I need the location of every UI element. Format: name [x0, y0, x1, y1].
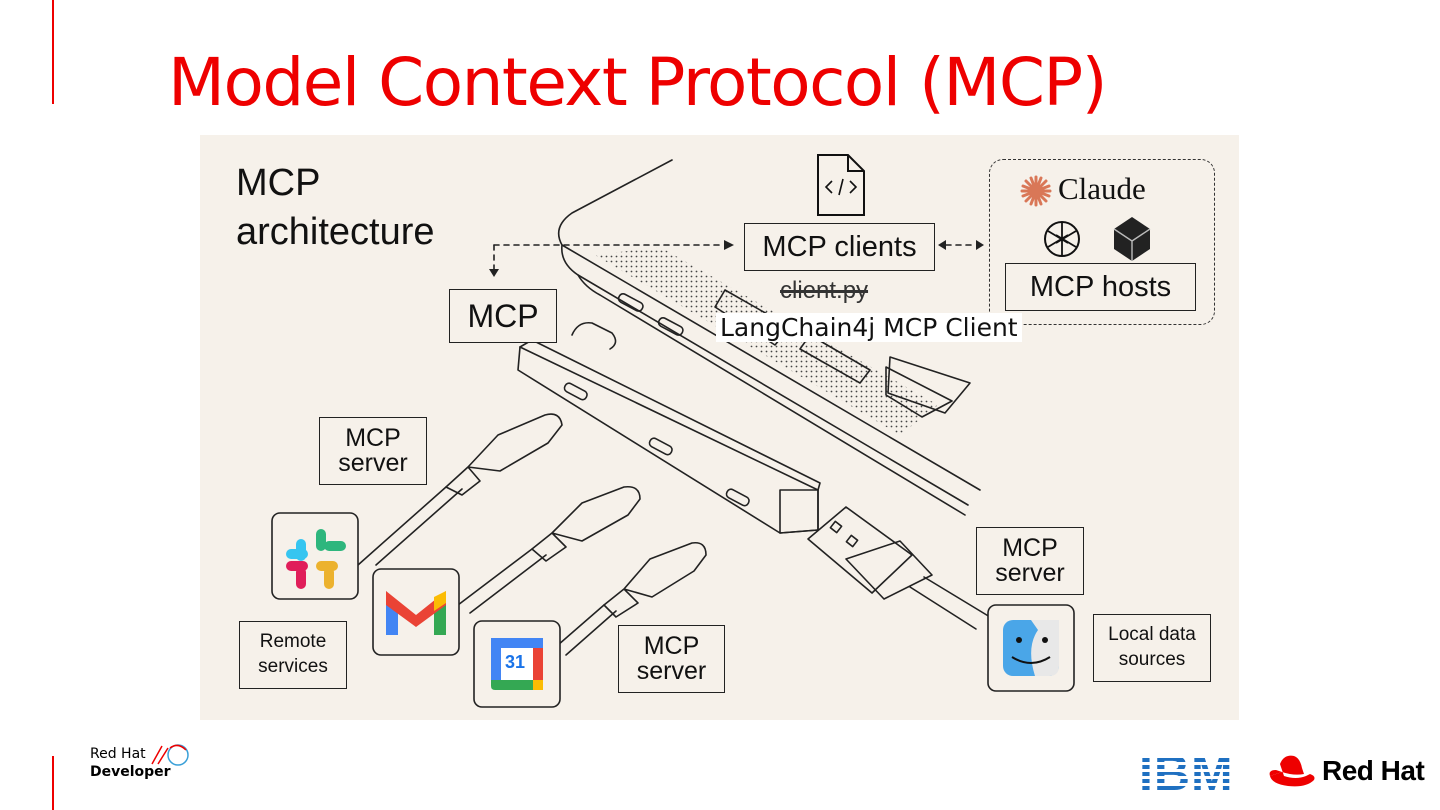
remote-services-box: Remote services: [239, 621, 347, 689]
google-calendar-icon: [473, 620, 561, 708]
laptop-port: [617, 292, 644, 312]
finder-icon: [987, 604, 1075, 692]
brand-line-1: Red Hat: [90, 746, 146, 762]
hub-port: [563, 382, 588, 401]
slide-title: Model Context Protocol (MCP): [168, 44, 1107, 121]
laptop-base-front: [561, 244, 969, 506]
usbc-plug-gmail: [531, 485, 641, 562]
developer-swirl-icon: [151, 744, 189, 766]
mcp-server-box-calendar: MCP server: [618, 625, 725, 693]
openai-icon: [1044, 221, 1080, 257]
redhat-fedora-icon: [1269, 755, 1315, 787]
usbc-cable-calendar: [557, 604, 617, 656]
usbc-cable-gmail: [457, 548, 547, 614]
usbc-cable-slack: [357, 486, 463, 566]
perplexity-icon: [1113, 217, 1151, 261]
mcp-architecture-diagram: MCP architecture Claude MCP MCP clients …: [200, 135, 1239, 720]
langchain4j-mcp-client-label: LangChain4j MCP Client: [716, 313, 1022, 342]
gmail-icon: [372, 568, 460, 656]
usb-hub-end: [779, 489, 819, 534]
trackpad: [885, 366, 953, 418]
code-file-icon: [817, 154, 865, 216]
usbc-plug-calendar: [603, 541, 707, 618]
hosts-group-dashed: [989, 159, 1215, 325]
local-data-sources-box: Local data sources: [1093, 614, 1211, 682]
usb-hub-top: [519, 339, 821, 491]
accent-line-bottom: [52, 756, 54, 810]
laptop-base-bottom: [577, 274, 966, 516]
claude-star-icon: [1020, 175, 1052, 207]
usba-plug: [807, 506, 913, 594]
redhat-logo-text: Red Hat: [1322, 755, 1425, 786]
slack-icon: [271, 512, 359, 600]
hub-port: [725, 488, 750, 507]
redhat-developer-brand: Red Hat Developer: [90, 746, 171, 781]
ibm-logo: IBM: [1139, 745, 1234, 801]
mcp-clients-box: MCP clients: [744, 223, 935, 271]
accent-line-top: [52, 0, 54, 104]
usbc-plug-slack: [445, 413, 563, 496]
laptop-key: [799, 334, 871, 384]
hub-port: [648, 437, 673, 456]
mcp-server-box-remote: MCP server: [319, 417, 427, 485]
hub-plug: [571, 321, 617, 350]
struck-client-py: client.py: [780, 277, 869, 304]
claude-brand: Claude: [1058, 171, 1146, 206]
usba-cable: [909, 576, 991, 630]
laptop-port: [657, 316, 684, 336]
mcp-hosts-box: MCP hosts: [1005, 263, 1196, 311]
mcp-box: MCP: [449, 289, 557, 343]
usb-hub: [517, 346, 819, 534]
laptop-key: [887, 356, 971, 414]
mcp-server-box-local: MCP server: [976, 527, 1084, 595]
usba-connector: [845, 540, 933, 600]
calendar-day-number: 31: [505, 652, 526, 672]
architecture-heading: MCP architecture: [236, 162, 435, 254]
brand-line-2: Developer: [90, 763, 171, 780]
